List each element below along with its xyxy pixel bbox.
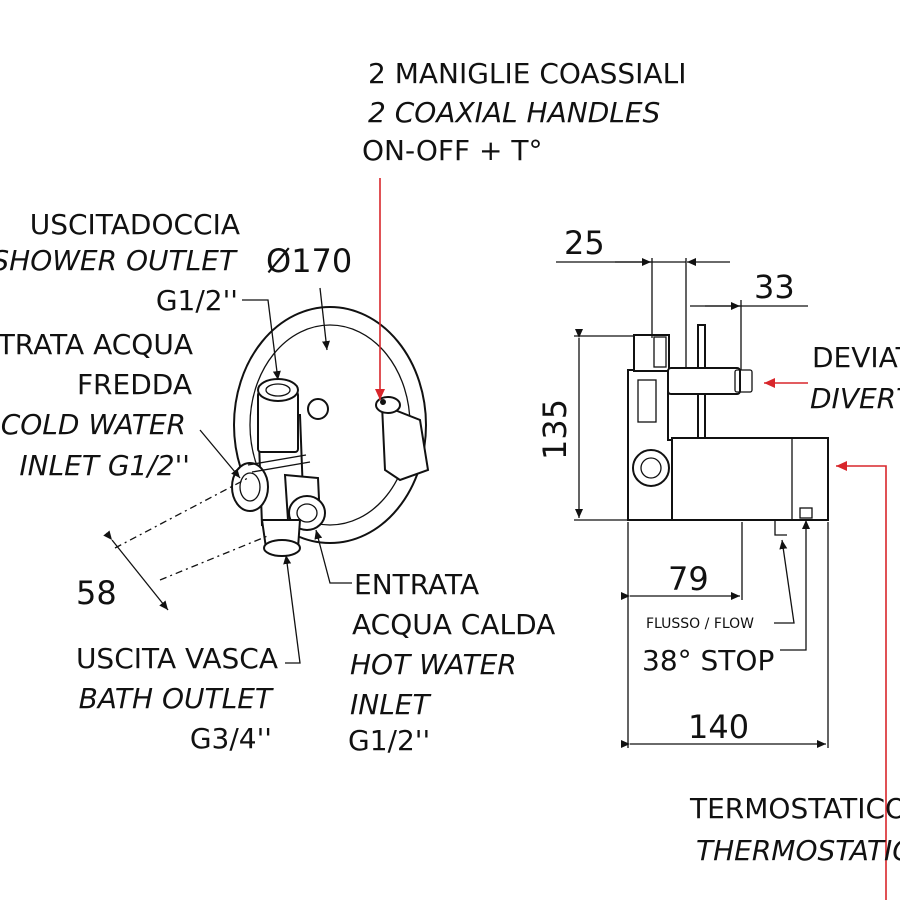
shower-outlet-label-it: USCITADOCCIA: [30, 208, 240, 241]
cold-inlet-label-it-1: ENTRATA ACQUA: [0, 328, 193, 361]
handles-label-en: 2 COAXIAL HANDLES: [368, 96, 660, 129]
cold-inlet-label-en-1: COLD WATER: [1, 408, 186, 441]
diverter-label-it: DEVIATORE: [812, 341, 900, 374]
shower-outlet-port: [257, 378, 299, 402]
dimension-79: 79: [668, 560, 709, 598]
handles-label-it: 2 MANIGLIE COASSIALI: [368, 57, 686, 90]
hot-inlet-thread: G1/2'': [348, 724, 430, 757]
diverter-handle: [667, 367, 741, 395]
bath-outlet-port: [263, 539, 301, 557]
stop-label: 38° STOP: [642, 644, 774, 677]
hot-inlet-label-it-1: ENTRATA: [354, 568, 479, 601]
cold-inlet-label-en-2: INLET G1/2'': [19, 449, 190, 482]
dimension-140: 140: [688, 708, 749, 746]
thermostatic-label-it: TERMOSTATICO: [689, 792, 900, 825]
bath-outlet-thread: G3/4'': [190, 722, 272, 755]
plate-diameter-dimension: Ø170: [266, 242, 352, 280]
depth-dimension: 58: [76, 574, 117, 612]
thermostatic-handle: [671, 437, 829, 521]
dimension-25: 25: [564, 224, 605, 262]
hot-inlet-label-en-1: HOT WATER: [350, 648, 517, 681]
cartridge-body: [380, 403, 430, 482]
perspective-view: [103, 178, 430, 664]
bath-outlet-label-it: USCITA VASCA: [76, 642, 278, 675]
thermostatic-label-en: THERMOSTATIC: [696, 834, 900, 867]
shower-outlet-thread: G1/2'': [156, 284, 238, 317]
flow-label: FLUSSO / FLOW: [646, 616, 754, 632]
hot-inlet-label-en-2: INLET: [350, 688, 431, 721]
bath-outlet-label-en: BATH OUTLET: [79, 682, 274, 715]
hot-inlet-label-it-2: ACQUA CALDA: [352, 608, 555, 641]
handles-function-label: ON-OFF + T°: [362, 134, 542, 167]
shower-outlet-label-en: SHOWER OUTLET: [0, 244, 238, 277]
height-dimension: 135: [536, 399, 574, 460]
side-view: [556, 258, 887, 900]
dimension-33: 33: [754, 268, 795, 306]
cold-inlet-label-it-2: FREDDA: [77, 368, 192, 401]
